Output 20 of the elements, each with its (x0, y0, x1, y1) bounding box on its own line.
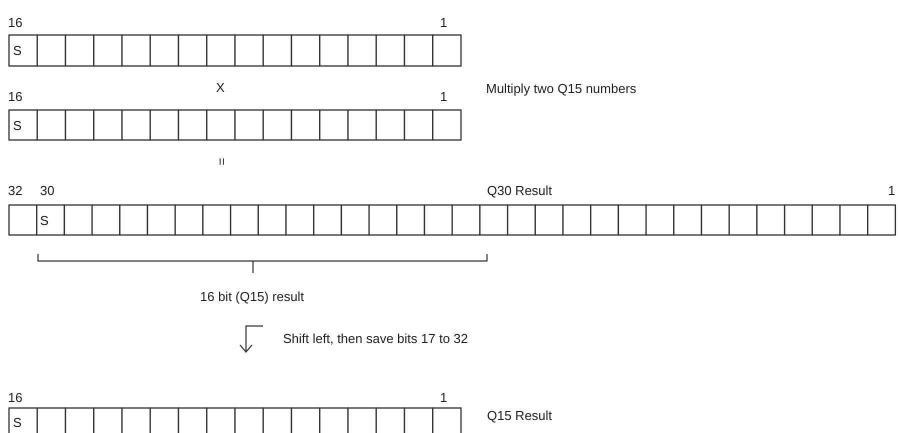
sign-bit-label: S (40, 213, 49, 228)
annotation-text: Q30 Result (487, 183, 552, 198)
bit-number: 1 (440, 390, 448, 405)
bit-number: 1 (440, 15, 448, 30)
bit-number: 16 (8, 89, 22, 104)
bit-number: 1 (888, 183, 896, 198)
sign-bit-label: S (13, 415, 22, 430)
annotation-text: Multiply two Q15 numbers (486, 81, 636, 96)
operator-symbol: X (216, 80, 225, 95)
bit-number: 16 (8, 390, 22, 405)
sign-bit-label: S (13, 118, 22, 133)
operator-symbol: = (214, 158, 230, 166)
annotation-text: Shift left, then save bits 17 to 32 (283, 331, 468, 346)
bit-number: 1 (440, 89, 448, 104)
annotation-text: 16 bit (Q15) result (200, 289, 304, 304)
sign-bit-label: S (13, 43, 22, 58)
bit-number: 30 (40, 183, 54, 198)
bit-number: 32 (8, 183, 22, 198)
annotation-text: Q15 Result (487, 408, 552, 423)
bit-number: 16 (8, 15, 22, 30)
